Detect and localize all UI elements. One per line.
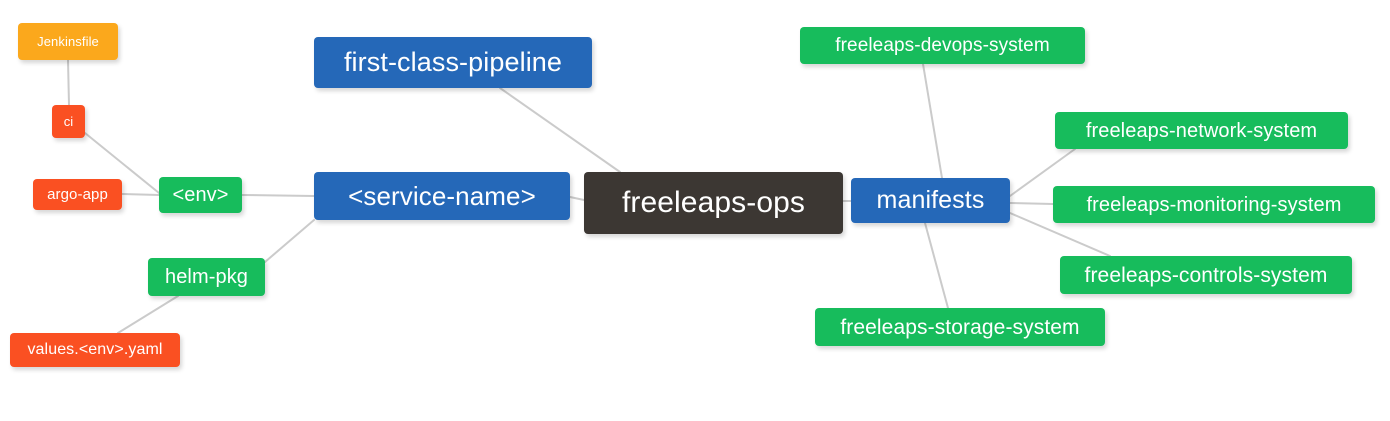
node-label-freeleaps-monitoring-system: freeleaps-monitoring-system bbox=[1086, 193, 1342, 216]
node-label-service-name: <service-name> bbox=[348, 181, 536, 211]
edge-manifests-to-freeleaps-devops-system bbox=[922, 63, 943, 179]
node-label-freeleaps-network-system: freeleaps-network-system bbox=[1085, 119, 1318, 142]
node-label-freeleaps-ops: freeleaps-ops bbox=[621, 186, 806, 219]
node-manifests[interactable]: manifests bbox=[851, 178, 1010, 223]
edge-manifests-to-freeleaps-monitoring-system bbox=[1009, 202, 1054, 205]
node-label-argo-app: argo-app bbox=[47, 186, 108, 203]
edge-helm-pkg-to-values-env-yaml bbox=[117, 295, 179, 334]
node-freeleaps-network-system[interactable]: freeleaps-network-system bbox=[1055, 112, 1348, 149]
node-label-values-env-yaml: values.<env>.yaml bbox=[27, 341, 163, 358]
node-label-manifests: manifests bbox=[876, 186, 985, 214]
node-label-first-class-pipeline: first-class-pipeline bbox=[343, 47, 563, 77]
node-label-freeleaps-controls-system: freeleaps-controls-system bbox=[1084, 263, 1328, 287]
node-argo-app[interactable]: argo-app bbox=[33, 179, 122, 210]
node-label-freeleaps-storage-system: freeleaps-storage-system bbox=[840, 315, 1080, 339]
node-values-env-yaml[interactable]: values.<env>.yaml bbox=[10, 333, 180, 367]
node-freeleaps-controls-system[interactable]: freeleaps-controls-system bbox=[1060, 256, 1352, 294]
edge-jenkinsfile-to-ci bbox=[67, 59, 70, 106]
node-label-env: <env> bbox=[172, 184, 229, 206]
node-env[interactable]: <env> bbox=[159, 177, 242, 213]
node-label-freeleaps-devops-system: freeleaps-devops-system bbox=[835, 35, 1050, 56]
node-freeleaps-monitoring-system[interactable]: freeleaps-monitoring-system bbox=[1053, 186, 1375, 223]
node-ci[interactable]: ci bbox=[52, 105, 85, 138]
node-jenkinsfile[interactable]: Jenkinsfile bbox=[18, 23, 118, 60]
edge-service-name-to-helm-pkg bbox=[264, 219, 315, 263]
edge-manifests-to-freeleaps-storage-system bbox=[924, 222, 949, 309]
node-helm-pkg[interactable]: helm-pkg bbox=[148, 258, 265, 296]
node-first-class-pipeline[interactable]: first-class-pipeline bbox=[314, 37, 592, 88]
node-service-name[interactable]: <service-name> bbox=[314, 172, 570, 220]
edge-env-to-service-name bbox=[241, 194, 315, 197]
node-label-ci: ci bbox=[63, 114, 74, 129]
edge-argo-app-to-env bbox=[121, 193, 160, 196]
node-freeleaps-devops-system[interactable]: freeleaps-devops-system bbox=[800, 27, 1085, 64]
node-label-helm-pkg: helm-pkg bbox=[164, 266, 249, 288]
node-freeleaps-ops[interactable]: freeleaps-ops bbox=[584, 172, 843, 234]
node-label-jenkinsfile: Jenkinsfile bbox=[37, 34, 99, 49]
edge-service-name-to-freeleaps-ops bbox=[569, 196, 585, 201]
edge-first-class-pipeline-to-freeleaps-ops bbox=[499, 87, 621, 173]
node-freeleaps-storage-system[interactable]: freeleaps-storage-system bbox=[815, 308, 1105, 346]
